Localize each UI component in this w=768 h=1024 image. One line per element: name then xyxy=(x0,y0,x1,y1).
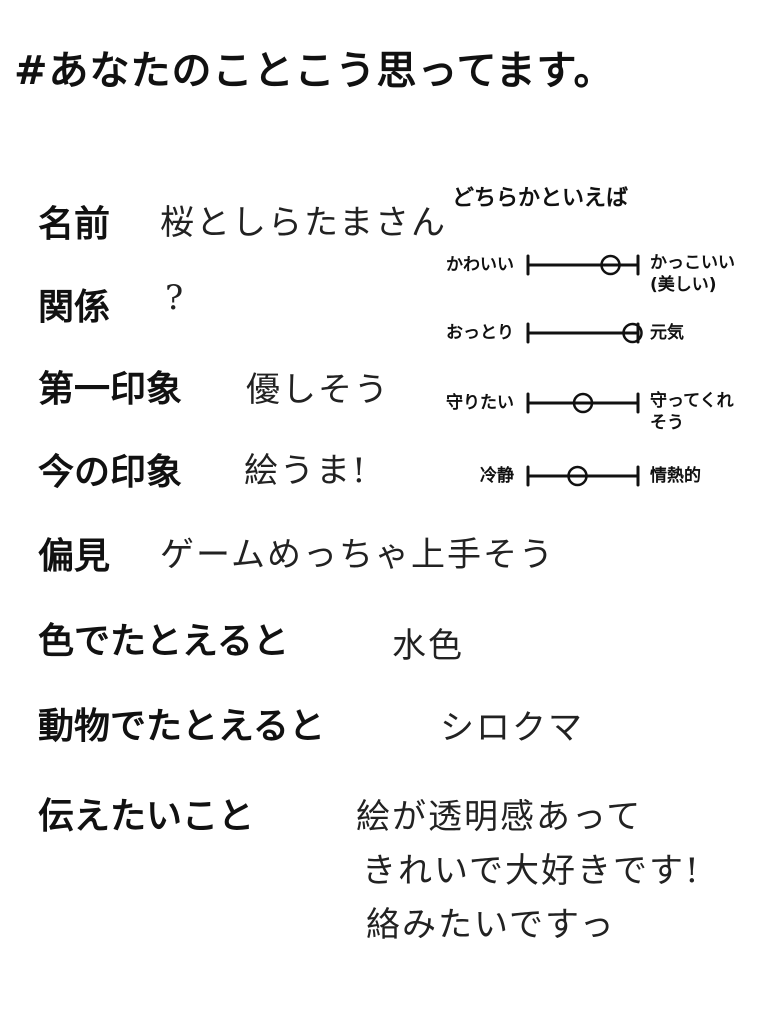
label-relationship: 関係 xyxy=(38,287,111,328)
scale-marker xyxy=(572,392,594,414)
answer-animal: シロクマ xyxy=(440,708,584,748)
answer-current-impression: 絵うま! xyxy=(244,451,368,491)
label-prejudice: 偏見 xyxy=(38,536,111,577)
scale-4-right-label: 情熱的 xyxy=(650,466,701,486)
label-first-impression: 第一印象 xyxy=(38,369,183,410)
scale-marker xyxy=(622,322,643,344)
message-line-2: きれいで大好きです! xyxy=(362,851,701,891)
scale-1-left: かわいい xyxy=(446,255,514,275)
scale-1-right-sub: (美しい) xyxy=(650,275,717,295)
label-color: 色でたとえると xyxy=(38,621,289,662)
scale-2-right: 元気 xyxy=(650,322,768,344)
scale-3-right-sub: そう xyxy=(650,413,684,433)
scale-4-bar xyxy=(526,465,640,487)
scale-1-right-label: かっこいい xyxy=(650,253,735,273)
label-message: 伝えたいこと xyxy=(38,796,255,837)
page-title: #あなたのことこう思ってます。 xyxy=(14,48,615,94)
label-current-impression: 今の印象 xyxy=(38,452,183,493)
scale-4-left: 冷静 xyxy=(480,466,514,486)
scale-2-right-label: 元気 xyxy=(650,323,684,343)
scale-2-left: おっとり xyxy=(446,323,514,343)
scale-4-right: 情熱的 xyxy=(650,465,768,487)
message-line-3: 絡みたいですっ xyxy=(366,905,616,945)
scale-3-bar xyxy=(526,392,640,414)
answer-first-impression: 優しそう xyxy=(246,370,390,410)
message-line-1: 絵が透明感あって xyxy=(356,797,643,837)
scale-marker xyxy=(567,465,588,487)
scale-3-right-label: 守ってくれ xyxy=(650,391,734,411)
scale-3-left: 守りたい xyxy=(446,393,514,413)
scale-3-right: 守ってくれ そう xyxy=(650,390,768,434)
scale-1-bar xyxy=(526,254,640,276)
scale-marker xyxy=(600,254,621,276)
scale-2-bar xyxy=(526,322,643,344)
answer-name: 桜としらたまさん xyxy=(160,203,447,243)
answer-color: 水色 xyxy=(392,626,464,666)
answer-prejudice: ゲームめっちゃ上手そう xyxy=(160,535,555,575)
label-animal: 動物でたとえると xyxy=(38,706,325,747)
scales-title: どちらかといえば xyxy=(452,186,629,211)
answer-message: 絵が透明感あって きれいで大好きです! 絡みたいですっ xyxy=(356,790,701,952)
answer-relationship: ? xyxy=(165,278,186,318)
label-name: 名前 xyxy=(38,204,111,245)
scale-1-right: かっこいい (美しい) xyxy=(650,252,768,296)
